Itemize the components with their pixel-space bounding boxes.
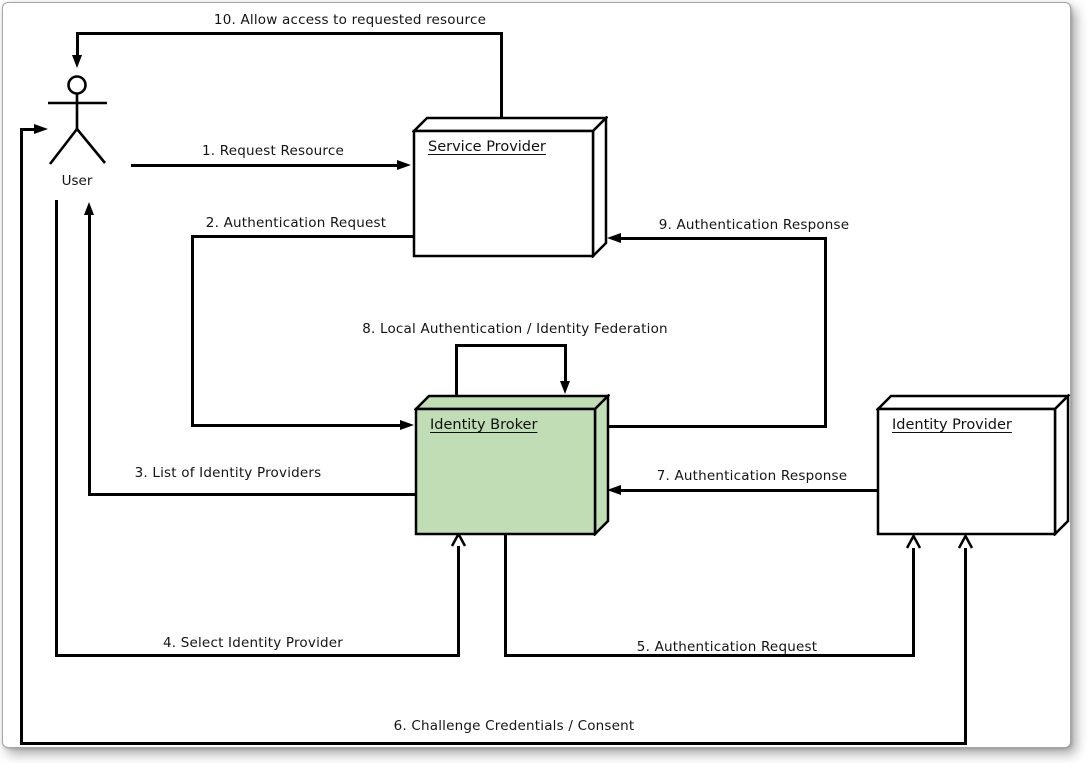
flow-7-line [621, 489, 879, 492]
flow-10-line [76, 32, 503, 35]
flow-8-arrowhead-icon [560, 381, 570, 394]
flow-7-label: 7. Authentication Response [656, 468, 848, 484]
user-actor-icon [48, 75, 107, 165]
flow-2-label: 2. Authentication Request [205, 215, 387, 231]
flow-10-line [500, 32, 503, 118]
node-box-icon [414, 394, 610, 536]
flow-9-line [824, 237, 827, 428]
flow-3-label: 3. List of Identity Providers [134, 465, 322, 481]
flow-7-arrowhead-icon [607, 485, 621, 495]
flow-5-line [504, 654, 915, 657]
flow-9-arrowhead-icon [607, 233, 621, 243]
flow-9-label: 9. Authentication Response [658, 217, 850, 233]
flow-10-line [76, 32, 79, 56]
node-identity-broker: Identity Broker [414, 394, 610, 536]
flow-1-arrowhead-icon [397, 160, 411, 170]
flow-6-label: 6. Challenge Credentials / Consent [393, 718, 635, 734]
flow-8-line [455, 344, 567, 347]
flow-3-line [88, 493, 417, 496]
flow-5-arrowhead-icon [905, 534, 922, 549]
user-actor-label: User [61, 173, 93, 189]
flow-4-line [55, 200, 58, 657]
flow-2-line [191, 235, 194, 426]
flow-2-line [191, 235, 414, 238]
flow-10-label: 10. Allow access to requested resource [213, 12, 487, 28]
node-title: Service Provider [428, 139, 546, 155]
flow-2-line [191, 424, 401, 427]
node-service-provider: Service Provider [412, 116, 608, 258]
node-box-icon [412, 116, 608, 258]
flow-4-line [55, 654, 460, 657]
flow-2-arrowhead-icon [400, 420, 414, 430]
node-title: Identity Broker [430, 417, 538, 433]
flow-5-label: 5. Authentication Request [636, 639, 818, 655]
flow-6-line [964, 548, 967, 744]
flow-6-arrowhead-icon [34, 124, 48, 134]
node-title: Identity Provider [892, 417, 1012, 433]
node-identity-provider: Identity Provider [876, 394, 1070, 536]
flow-8-label: 8. Local Authentication / Identity Feder… [362, 321, 668, 337]
flow-9-line [605, 425, 827, 428]
diagram-canvas: 10. Allow access to requested resource 1… [2, 2, 1071, 748]
flow-3-arrowhead-icon [84, 202, 94, 215]
flow-6-line [20, 128, 23, 744]
flow-1-label: 1. Request Resource [201, 143, 345, 159]
flow-8-line [564, 344, 567, 382]
flow-5-line [504, 533, 507, 657]
flow-9-line [621, 237, 827, 240]
flow-6-line [20, 742, 967, 745]
flow-5-line [912, 548, 915, 657]
flow-6-line [20, 128, 35, 131]
flow-4-label: 4. Select Identity Provider [162, 635, 344, 651]
node-box-icon [876, 394, 1070, 536]
flow-4-line [457, 546, 460, 657]
flow-8-line [455, 344, 458, 395]
flow-6-arrowhead-icon [957, 534, 974, 549]
flow-3-line [88, 215, 91, 495]
flow-10-arrowhead-icon [72, 55, 82, 68]
flow-1-line [131, 164, 398, 167]
